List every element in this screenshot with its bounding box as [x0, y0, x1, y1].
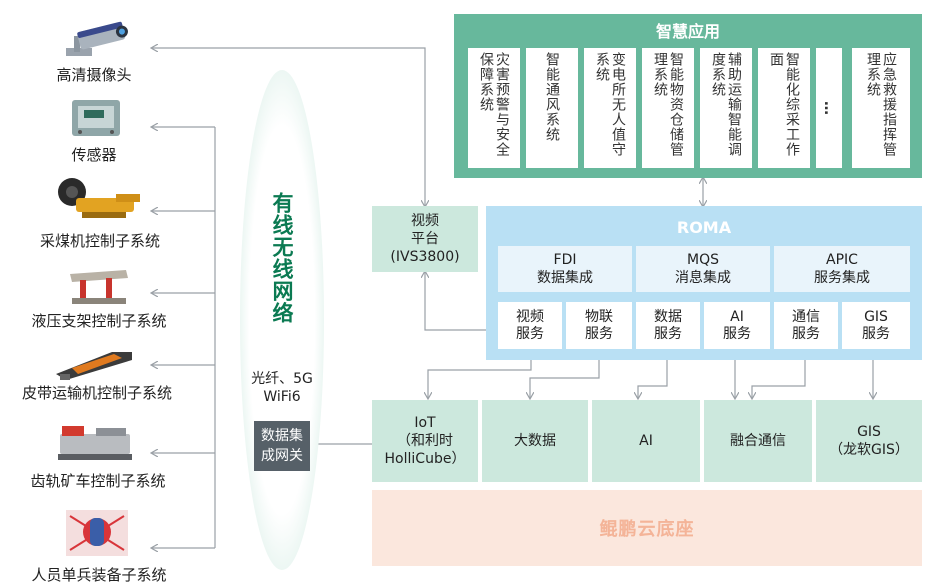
kunpeng-base: 鲲鹏云底座 — [372, 490, 922, 566]
network-sub-line2: WiFi6 — [263, 389, 301, 405]
device-label-support: 液压支架控制子系统 — [31, 312, 167, 330]
roma-title: ROMA — [676, 218, 732, 237]
app-label-substation: 变电所无人值守系统 — [594, 52, 626, 157]
belt-conveyor-icon — [56, 352, 132, 380]
personnel-equipment-icon — [66, 510, 128, 556]
app-label-warehouse: 智能物资仓储管理系统 — [652, 52, 684, 157]
app-tile-warehouse: 智能物资仓储管理系统 — [642, 48, 694, 168]
device-label-personnel: 人员单兵装备子系统 — [31, 566, 167, 584]
app-tile-ventilation: 智能通风系统 — [526, 48, 578, 168]
sensor-icon — [72, 100, 120, 136]
network-sub-line1: 光纤、5G — [251, 371, 313, 387]
app-label-disaster: 灾害预警与安全保障系统 — [478, 52, 510, 157]
device-label-sensor: 传感器 — [71, 146, 117, 164]
kunpeng-base-label: 鲲鹏云底座 — [599, 519, 695, 540]
platform-ai: AI — [592, 400, 700, 482]
device-label-belt: 皮带运输机控制子系统 — [21, 384, 172, 402]
network-ellipse — [240, 70, 324, 570]
shearer-icon — [58, 178, 140, 218]
device-label-shearer: 采煤机控制子系统 — [39, 232, 160, 250]
device-label-camera: 高清摄像头 — [56, 66, 132, 84]
camera-icon — [66, 21, 128, 56]
roma-service-data: 数据 服务 — [636, 302, 700, 349]
platform-iot: IoT （和利时 HolliCube） — [372, 400, 478, 482]
roma-group-apic: APIC 服务集成 — [774, 246, 910, 292]
roma-service-video: 视频 服务 — [498, 302, 562, 349]
app-label-emergency: 应急救援指挥管理系统 — [865, 52, 897, 157]
roma-service-gis: GIS 服务 — [842, 302, 910, 349]
platform-comm: 融合通信 — [704, 400, 812, 482]
smart-apps-title: 智慧应用 — [655, 22, 720, 41]
app-tile-disaster: 灾害预警与安全保障系统 — [468, 48, 520, 168]
video-platform: 视频 平台 (IVS3800) — [372, 206, 478, 272]
platform-gis: GIS （龙软GIS） — [816, 400, 922, 482]
app-tile-mining-face: 智能化综采工作面 — [758, 48, 810, 168]
roma-service-comm: 通信 服务 — [774, 302, 838, 349]
app-tile-substation: 变电所无人值守系统 — [584, 48, 636, 168]
rail-car-icon — [58, 426, 132, 460]
app-label-transport: 辅助运输智能调度系统 — [710, 52, 742, 157]
smart-apps-panel: 智慧应用 灾害预警与安全保障系统 智能通风系统 变电所无人值守系统 智能物资仓储… — [454, 14, 922, 178]
app-tile-more: … — [816, 48, 842, 168]
roma-service-ai: AI 服务 — [704, 302, 770, 349]
app-tile-emergency: 应急救援指挥管理系统 — [852, 48, 910, 168]
app-label-ventilation: 智能通风系统 — [544, 52, 560, 142]
hydraulic-support-icon — [70, 270, 128, 304]
roma-group-fdi: FDI 数据集成 — [498, 246, 632, 292]
app-tile-transport: 辅助运输智能调度系统 — [700, 48, 752, 168]
roma-service-iot: 物联 服务 — [566, 302, 632, 349]
app-label-mining-face: 智能化综采工作面 — [768, 52, 800, 157]
data-gateway: 数据集 成网关 — [254, 421, 310, 471]
roma-panel: ROMA FDI 数据集成 MQS 消息集成 APIC 服务集成 视频 服务 物… — [486, 206, 922, 360]
app-label-more: … — [821, 100, 837, 116]
platform-bigdata: 大数据 — [482, 400, 588, 482]
network-title: 有线无线网络 — [270, 192, 294, 324]
roma-group-mqs: MQS 消息集成 — [636, 246, 770, 292]
device-label-rail: 齿轨矿车控制子系统 — [30, 472, 166, 490]
